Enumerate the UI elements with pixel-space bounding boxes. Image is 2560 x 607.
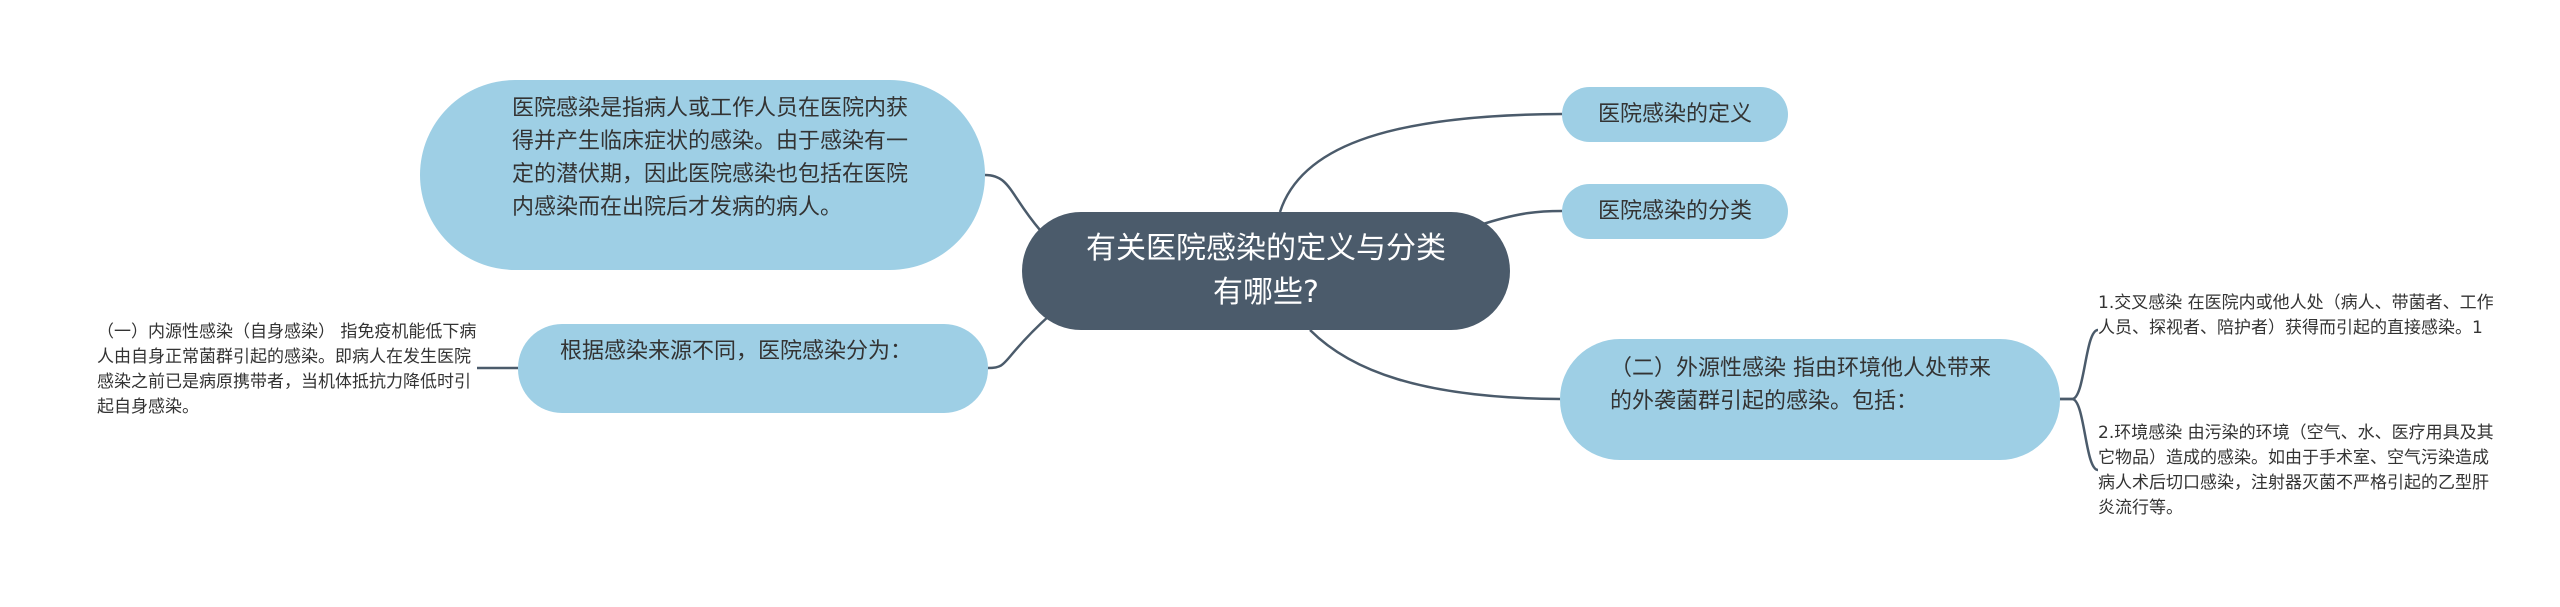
link-root-to-definition bbox=[1278, 112, 1563, 213]
exogenous-infection-text: （二）外源性感染 指由环境他人处带来的外袭菌群引起的感染。包括： bbox=[1610, 356, 1991, 414]
cross-infection-text: 1.交叉感染 在医院内或他人处（病人、带菌者、工作人员、探视者、陪护者）获得而引… bbox=[2098, 293, 2494, 338]
endogenous-infection-leaf[interactable]: （一）内源性感染（自身感染） 指免疫机能低下病人由自身正常菌群引起的感染。即病人… bbox=[97, 320, 477, 420]
environmental-infection-text: 2.环境感染 由污染的环境（空气、水、医疗用具及其它物品）造成的感染。如由于手术… bbox=[2098, 423, 2494, 518]
definition-body-node[interactable]: 医院感染是指病人或工作人员在医院内获得并产生临床症状的感染。由于感染有一定的潜伏… bbox=[420, 80, 985, 270]
link-exogenous-to-cross bbox=[2060, 328, 2099, 401]
exogenous-infection-node[interactable]: （二）外源性感染 指由环境他人处带来的外袭菌群引起的感染。包括： bbox=[1560, 339, 2060, 460]
definition-label: 医院感染的定义 bbox=[1597, 102, 1752, 127]
cross-infection-leaf[interactable]: 1.交叉感染 在医院内或他人处（病人、带菌者、工作人员、探视者、陪护者）获得而引… bbox=[2098, 291, 2498, 341]
root-topic-label: 有关医院感染的定义与分类有哪些? bbox=[1086, 231, 1446, 310]
link-root-to-exogenous bbox=[1309, 329, 1561, 401]
link-exogenous-to-env bbox=[2060, 397, 2099, 472]
infection-source-text: 根据感染来源不同，医院感染分为： bbox=[560, 339, 913, 364]
infection-source-node[interactable]: 根据感染来源不同，医院感染分为： bbox=[518, 324, 988, 413]
link-root-to-classification bbox=[1479, 209, 1563, 227]
definition-node[interactable]: 医院感染的定义 bbox=[1562, 87, 1788, 142]
definition-body-text: 医院感染是指病人或工作人员在医院内获得并产生临床症状的感染。由于感染有一定的潜伏… bbox=[512, 96, 909, 220]
classification-node[interactable]: 医院感染的分类 bbox=[1562, 184, 1788, 239]
classification-label: 医院感染的分类 bbox=[1597, 199, 1752, 224]
link-root-to-source bbox=[987, 314, 1051, 370]
endogenous-infection-text: （一）内源性感染（自身感染） 指免疫机能低下病人由自身正常菌群引起的感染。即病人… bbox=[97, 322, 477, 417]
environmental-infection-leaf[interactable]: 2.环境感染 由污染的环境（空气、水、医疗用具及其它物品）造成的感染。如由于手术… bbox=[2098, 421, 2498, 521]
root-topic[interactable]: 有关医院感染的定义与分类有哪些? bbox=[1022, 212, 1510, 330]
link-root-to-definition-body bbox=[984, 173, 1041, 231]
